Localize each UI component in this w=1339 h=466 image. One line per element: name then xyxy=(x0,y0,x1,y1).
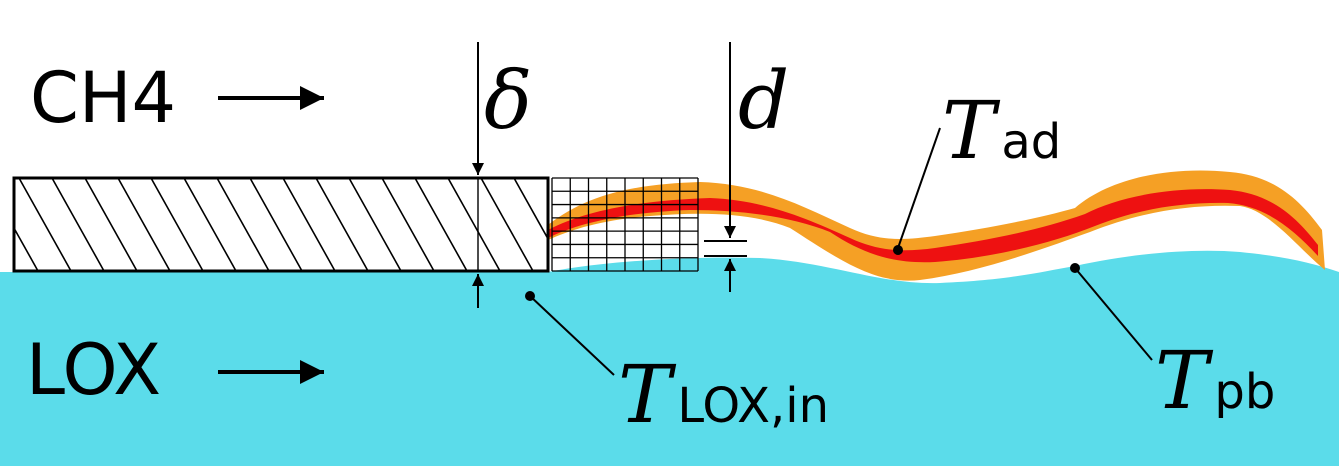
d-dimension xyxy=(704,42,747,292)
hatch-line xyxy=(249,178,303,271)
t-ad-point xyxy=(893,245,903,255)
lox-label: LOX xyxy=(26,329,161,411)
t-lox-in-point xyxy=(525,291,535,301)
hatch-line xyxy=(513,178,548,241)
t-ad-subscript: ad xyxy=(1001,114,1061,170)
hatch-line xyxy=(414,178,468,271)
hatch-line xyxy=(150,178,204,271)
lox-region xyxy=(0,250,1339,466)
hatch-line xyxy=(117,178,171,271)
hatch-line xyxy=(216,178,270,271)
t-pb-symbol: T xyxy=(1155,334,1214,427)
d-label: d xyxy=(738,54,789,147)
t-ad-leader xyxy=(897,127,941,249)
t-lox-in-symbol: T xyxy=(618,348,677,441)
hatch-line xyxy=(18,178,72,271)
hatch-line xyxy=(0,178,5,271)
ch4-label: CH4 xyxy=(30,57,176,139)
splitter-plate xyxy=(0,176,550,273)
delta-label: δ xyxy=(484,54,532,147)
t-pb-point xyxy=(1070,263,1080,273)
hatch-line xyxy=(14,226,39,271)
hatch-line xyxy=(447,178,501,271)
flame-core-zone xyxy=(548,189,1318,263)
hatch-line xyxy=(348,178,402,271)
t-lox-in-subscript: LOX,in xyxy=(677,378,829,434)
hatch-line xyxy=(381,178,435,271)
hatch-line xyxy=(315,178,369,271)
t-pb-subscript: pb xyxy=(1214,364,1275,420)
mesh-grid xyxy=(551,177,699,272)
hatch-line xyxy=(282,178,336,271)
t-ad-symbol: T xyxy=(942,84,1001,177)
hatch-line xyxy=(84,178,138,271)
hatch-line xyxy=(183,178,237,271)
hatch-line xyxy=(51,178,105,271)
t-pb-leader xyxy=(1074,267,1153,361)
t-lox-in-leader xyxy=(529,295,615,376)
hatch-line xyxy=(480,178,534,271)
